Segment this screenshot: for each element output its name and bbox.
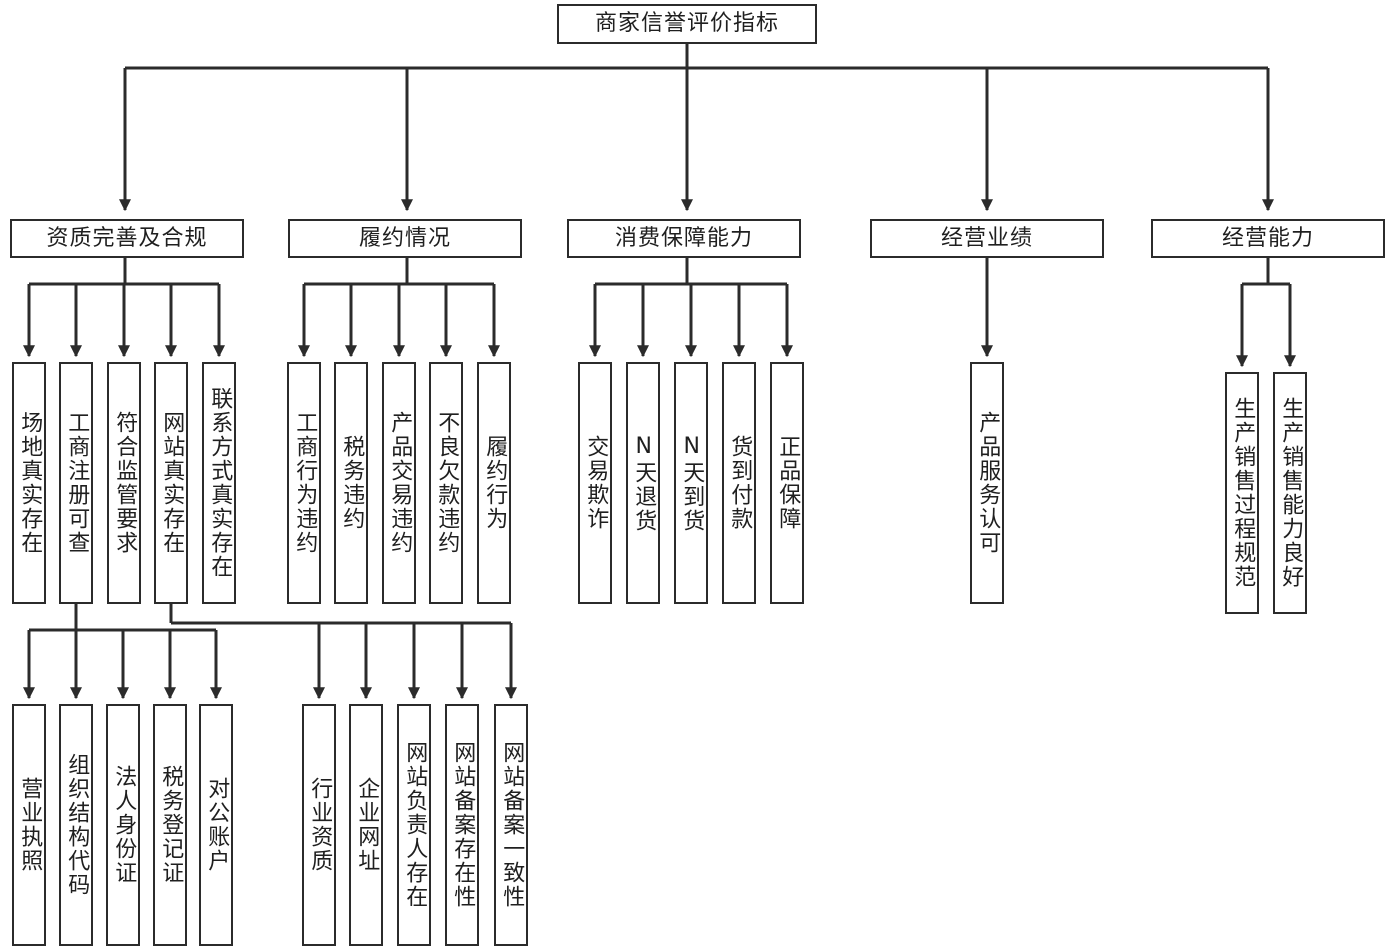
leaf-qualification-4: 网站真实存在 xyxy=(154,362,188,604)
leaf-consumer-5: 正品保障 xyxy=(770,362,804,604)
leaf-capability-1: 生产销售过程规范 xyxy=(1225,372,1259,614)
leaf-website-1: 行业资质 xyxy=(302,704,336,946)
level1-fulfillment: 履约情况 xyxy=(288,219,522,258)
leaf-fulfillment-4: 不良欠款违约 xyxy=(429,362,463,604)
level1-qualification: 资质完善及合规 xyxy=(10,219,244,258)
leaf-website-4: 网站备案存在性 xyxy=(445,704,479,946)
leaf-fulfillment-3: 产品交易违约 xyxy=(382,362,416,604)
level1-performance: 经营业绩 xyxy=(870,219,1104,258)
leaf-website-2: 企业网址 xyxy=(349,704,383,946)
leaf-consumer-1: 交易欺诈 xyxy=(578,362,612,604)
leaf-website-3: 网站负责人存在 xyxy=(397,704,431,946)
leaf-registration-3: 法人身份证 xyxy=(106,704,140,946)
leaf-registration-5: 对公账户 xyxy=(199,704,233,946)
leaf-registration-1: 营业执照 xyxy=(12,704,46,946)
leaf-fulfillment-1: 工商行为违约 xyxy=(287,362,321,604)
leaf-registration-2: 组织结构代码 xyxy=(59,704,93,946)
leaf-website-5: 网站备案一致性 xyxy=(494,704,528,946)
level1-capability: 经营能力 xyxy=(1151,219,1385,258)
leaf-fulfillment-5: 履约行为 xyxy=(477,362,511,604)
leaf-qualification-2: 工商注册可查 xyxy=(59,362,93,604)
level1-consumer-protection: 消费保障能力 xyxy=(567,219,801,258)
root-node: 商家信誉评价指标 xyxy=(557,4,817,44)
leaf-qualification-5: 联系方式真实存在 xyxy=(202,362,236,604)
leaf-consumer-3: N天到货 xyxy=(674,362,708,604)
leaf-consumer-4: 货到付款 xyxy=(722,362,756,604)
leaf-registration-4: 税务登记证 xyxy=(153,704,187,946)
leaf-qualification-1: 场地真实存在 xyxy=(12,362,46,604)
leaf-fulfillment-2: 税务违约 xyxy=(334,362,368,604)
leaf-consumer-2: N天退货 xyxy=(626,362,660,604)
leaf-qualification-3: 符合监管要求 xyxy=(107,362,141,604)
leaf-performance-1: 产品服务认可 xyxy=(970,362,1004,604)
leaf-capability-2: 生产销售能力良好 xyxy=(1273,372,1307,614)
